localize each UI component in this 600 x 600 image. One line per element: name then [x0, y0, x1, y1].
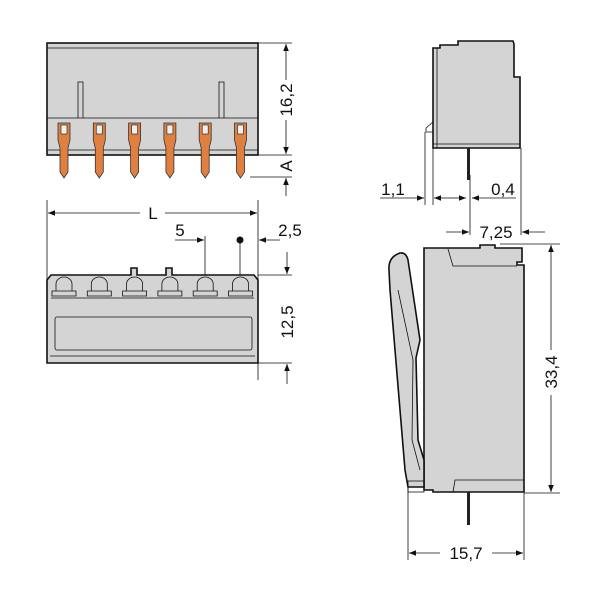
release-lever [388, 252, 425, 488]
clamp-cell [122, 276, 147, 297]
pin [163, 122, 177, 179]
dim-pin-thickness: 0,4 [491, 180, 515, 199]
dim-offset-left: 1,1 [381, 180, 405, 199]
dim-height-top: 16,2 [277, 83, 296, 116]
pin [198, 122, 212, 179]
housing-top [46, 42, 259, 156]
clamp-cell [157, 276, 183, 297]
pin [57, 122, 71, 179]
front-view: 12,5 [46, 252, 297, 384]
dim-pin-length: A [277, 160, 296, 172]
clamp-cell [51, 276, 77, 297]
dim-width-side: 15,7 [449, 544, 482, 563]
top-view: 16,2 A [46, 42, 296, 196]
pin [234, 122, 247, 179]
dim-height-front: 12,5 [278, 305, 297, 338]
pin [128, 122, 141, 179]
dim-edge-offset: 2,5 [278, 221, 302, 240]
dim-length: L [148, 204, 157, 223]
side-top-view: 1,1 0,4 7,25 [380, 40, 545, 242]
side-view: 33,4 15,7 [388, 243, 561, 563]
clamp-cells [51, 276, 253, 297]
dim-pin-offset: 7,25 [479, 223, 512, 242]
housing-front [46, 267, 259, 364]
clamp-cell [86, 276, 112, 297]
housing-side [423, 244, 525, 493]
dim-height-side: 33,4 [542, 355, 561, 388]
clamp-cell [192, 276, 218, 297]
dim-pitch: 5 [175, 221, 184, 240]
clamp-cell [228, 276, 253, 297]
pin [92, 122, 106, 179]
pin-row [57, 122, 247, 179]
